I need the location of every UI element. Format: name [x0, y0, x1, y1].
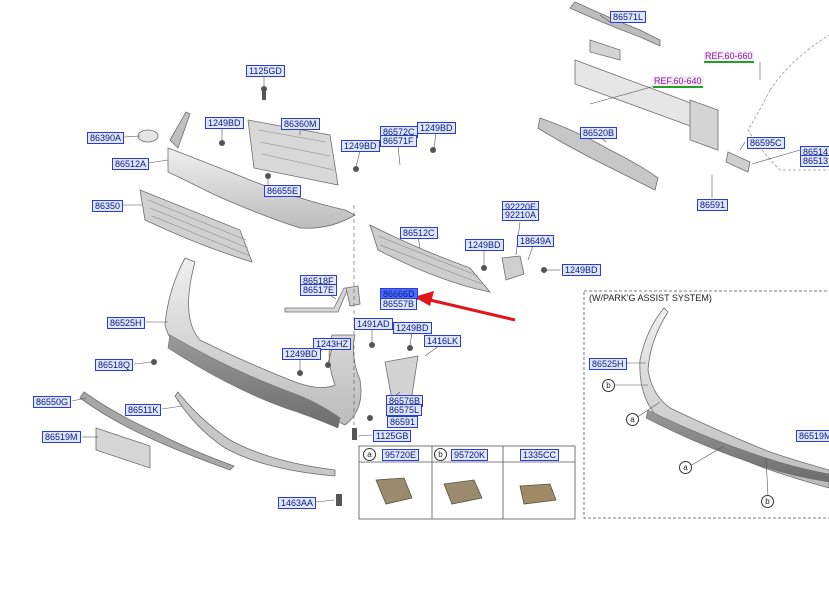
sensor-icons — [375, 477, 557, 505]
lower-grille — [369, 224, 492, 293]
callout-86591-upper[interactable]: 86591 — [697, 199, 729, 211]
callout-86550G[interactable]: 86550G — [33, 396, 72, 408]
callout-86571F[interactable]: 86571F — [380, 135, 417, 147]
crash-pad-strip — [569, 1, 661, 47]
legend-part-95720K[interactable]: 95720K — [451, 449, 489, 461]
garnish-piece-86557B — [345, 285, 361, 307]
callout-86512A[interactable]: 86512A — [112, 158, 150, 170]
garnish-strip-86517E — [284, 287, 349, 313]
callout-86350[interactable]: 86350 — [92, 200, 124, 212]
upper-grille-cover — [167, 147, 356, 229]
back-beam-side — [589, 39, 719, 151]
energy-absorber — [537, 117, 659, 191]
lip-spoiler-86550G — [79, 391, 235, 471]
pointer-arrow — [414, 291, 516, 322]
legend-key-a: a — [363, 448, 376, 461]
leader-lines — [71, 14, 801, 503]
callout-86575L[interactable]: 86575L — [386, 404, 423, 416]
callout-1249BD-e[interactable]: 1249BD — [562, 264, 601, 276]
callout-86571L[interactable]: 86571L — [610, 11, 647, 23]
inset-leaders — [614, 362, 769, 497]
emblem — [137, 129, 159, 143]
callout-86557B[interactable]: 86557B — [380, 298, 418, 310]
sensor-mark-a-lower: a — [679, 461, 692, 474]
callout-1125GB[interactable]: 1125GB — [373, 430, 412, 442]
callout-86513[interactable]: 86513 — [800, 155, 829, 167]
callout-86512C[interactable]: 86512C — [400, 227, 438, 239]
ref-60-660[interactable]: REF.60-660 — [704, 51, 754, 63]
inset-bumper — [639, 307, 829, 489]
callout-1243HZ[interactable]: 1243HZ — [313, 338, 352, 350]
inset-lower-band — [645, 409, 829, 483]
callout-1491AD[interactable]: 1491AD — [354, 318, 393, 330]
license-plate-bracket — [95, 427, 151, 469]
ref-60-640[interactable]: REF.60-640 — [653, 76, 703, 88]
fender-outline — [747, 34, 829, 171]
callout-86390A[interactable]: 86390A — [87, 132, 125, 144]
callout-1249BD-a[interactable]: 1249BD — [205, 117, 244, 129]
callout-1249BD-c[interactable]: 1249BD — [417, 122, 456, 134]
grille-mesh — [147, 129, 335, 257]
callout-86525H-inset[interactable]: 86525H — [589, 358, 627, 370]
skid-plate-86511K — [174, 391, 336, 477]
callout-86511K[interactable]: 86511K — [125, 404, 162, 416]
sensor-mark-a-upper: a — [626, 413, 639, 426]
callout-86360M[interactable]: 86360M — [281, 118, 320, 130]
sensor-legend-table — [358, 445, 576, 520]
inset-title: (W/PARK'G ASSIST SYSTEM) — [589, 293, 712, 303]
legend-key-b: b — [434, 448, 447, 461]
callout-86520B[interactable]: 86520B — [580, 127, 618, 139]
legend-part-95720E[interactable]: 95720E — [382, 449, 420, 461]
lower-grille-mesh — [377, 235, 483, 285]
callout-1416LK[interactable]: 1416LK — [424, 335, 462, 347]
fog-lamp-bracket — [501, 255, 525, 281]
callout-86525H[interactable]: 86525H — [107, 317, 145, 329]
callout-86519M-inset[interactable]: 86519M — [796, 430, 829, 442]
callout-86517E[interactable]: 86517E — [300, 284, 338, 296]
callout-1249BD-g[interactable]: 1249BD — [282, 348, 321, 360]
inset-frame — [583, 290, 829, 519]
callout-86591-lower[interactable]: 86591 — [387, 416, 419, 428]
callout-1125GD[interactable]: 1125GD — [246, 65, 285, 77]
callout-1249BD-d[interactable]: 1249BD — [465, 239, 504, 251]
sensor-mark-b-lower: b — [761, 495, 774, 508]
fasteners — [151, 86, 547, 506]
side-lamp — [725, 151, 751, 173]
callout-86519M[interactable]: 86519M — [42, 431, 81, 443]
sensor-mark-b-upper: b — [602, 379, 615, 392]
callout-86655E[interactable]: 86655E — [264, 185, 302, 197]
legend-part-1335CC[interactable]: 1335CC — [520, 449, 560, 461]
callout-86595C[interactable]: 86595C — [747, 137, 785, 149]
callout-1249BD-f[interactable]: 1249BD — [393, 322, 432, 334]
callout-1249BD-b[interactable]: 1249BD — [341, 140, 380, 152]
side-cover-86576B — [384, 355, 419, 401]
callout-86518Q[interactable]: 86518Q — [95, 359, 134, 371]
garnish-left-strip — [169, 111, 191, 149]
callout-18649A[interactable]: 18649A — [517, 235, 555, 247]
bumper-lower-band — [167, 334, 341, 429]
callout-92210A[interactable]: 92210A — [502, 209, 540, 221]
grille-insert — [247, 119, 339, 186]
callout-1463AA[interactable]: 1463AA — [278, 497, 317, 509]
